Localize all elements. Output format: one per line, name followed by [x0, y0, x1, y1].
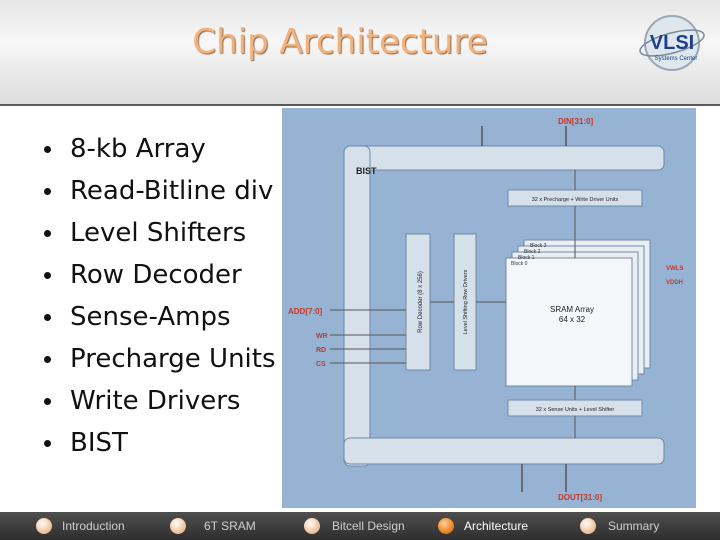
bullet-dot	[44, 356, 51, 363]
array-label: SRAM Array	[550, 305, 594, 314]
logo-brand: VLSI	[650, 32, 694, 54]
block-label: Block 2	[524, 249, 541, 255]
bullet-dot	[44, 440, 51, 447]
nav-knob-icon	[170, 518, 186, 534]
nav-item-summary[interactable]: Summary	[580, 512, 690, 540]
row-decoder-block	[405, 233, 431, 371]
bullet-text: Row Decoder	[70, 260, 242, 290]
bullet-dot	[44, 230, 51, 237]
bullet-item: Level Shifters	[40, 212, 285, 254]
precharge-label: 32 x Precharge + Write Driver Units	[532, 197, 619, 203]
bullet-dot	[44, 272, 51, 279]
vwls-label: VWLS	[666, 266, 683, 272]
vddh-label: VDDH	[666, 280, 683, 286]
bullet-text: Read-Bitline div	[70, 176, 274, 206]
footer-nav: Introduction 6T SRAM Bitcell Design Arch…	[0, 512, 720, 540]
row-decoder-label: Row Decoder (8 x 256)	[418, 271, 424, 333]
sense-label: 32 x Sense Units + Level Shifter	[536, 407, 615, 413]
bist-bottom-bus	[343, 437, 665, 465]
bullet-dot	[44, 398, 51, 405]
bullet-dot	[44, 314, 51, 321]
array-block-0	[505, 257, 633, 387]
level-shifter-label: Level Shifting Row Drivers	[463, 270, 469, 335]
bullet-text: BIST	[70, 428, 128, 458]
nav-knob-icon	[36, 518, 52, 534]
slide-title: Chip Architecture	[192, 22, 488, 62]
nav-item-6t-sram[interactable]: 6T SRAM	[170, 512, 280, 540]
bullet-dot	[44, 188, 51, 195]
bist-top-bus	[343, 145, 665, 171]
bullet-item: Write Drivers	[40, 380, 285, 422]
nav-item-bitcell-design[interactable]: Bitcell Design	[304, 512, 424, 540]
bullet-text: Level Shifters	[70, 218, 247, 248]
nav-item-architecture[interactable]: Architecture	[438, 512, 558, 540]
bullet-text: 8-kb Array	[70, 134, 206, 164]
array-size: 64 x 32	[559, 315, 586, 324]
nav-knob-icon	[580, 518, 596, 534]
nav-label: Introduction	[62, 519, 125, 533]
nav-label: 6T SRAM	[204, 519, 256, 533]
block-label: Block 1	[518, 255, 535, 261]
nav-label: Architecture	[464, 519, 529, 533]
bullet-text: Sense-Amps	[70, 302, 231, 332]
bullet-item: BIST	[40, 422, 285, 464]
block-label: Block 0	[511, 261, 528, 267]
architecture-diagram: BIST DIN[31:0] DOUT[31:0] 32 x Precharge…	[282, 108, 696, 508]
vlsi-logo-icon: VLSI Systems Center	[639, 15, 705, 71]
nav-label: Summary	[608, 519, 660, 533]
nav-label: Bitcell Design	[332, 519, 405, 533]
cs-label: CS	[316, 361, 326, 368]
wr-label: WR	[316, 333, 328, 340]
bullet-item: Precharge Units	[40, 338, 285, 380]
bullet-item: 8-kb Array	[40, 128, 285, 170]
nav-item-introduction[interactable]: Introduction	[36, 512, 156, 540]
bist-label: BIST	[356, 166, 377, 176]
bullet-list: 8-kb Array Read-Bitline div Level Shifte…	[40, 128, 285, 464]
addr-label: ADD[7:0]	[288, 307, 323, 316]
nav-knob-icon	[304, 518, 320, 534]
slide-header: Chip Architecture VLSI Systems Center	[0, 0, 720, 106]
din-label: DIN[31:0]	[558, 117, 593, 126]
bullet-item: Sense-Amps	[40, 296, 285, 338]
bullet-item: Read-Bitline div	[40, 170, 285, 212]
bullet-text: Write Drivers	[70, 386, 241, 416]
logo-subtitle: Systems Center	[655, 56, 698, 62]
dout-label: DOUT[31:0]	[558, 493, 602, 502]
bullet-dot	[44, 146, 51, 153]
bullet-text: Precharge Units	[70, 344, 276, 374]
bist-left-bus	[343, 145, 371, 467]
bullet-item: Row Decoder	[40, 254, 285, 296]
block-label: Block 3	[530, 243, 547, 249]
nav-knob-icon	[438, 518, 454, 534]
rd-label: RD	[316, 347, 326, 354]
